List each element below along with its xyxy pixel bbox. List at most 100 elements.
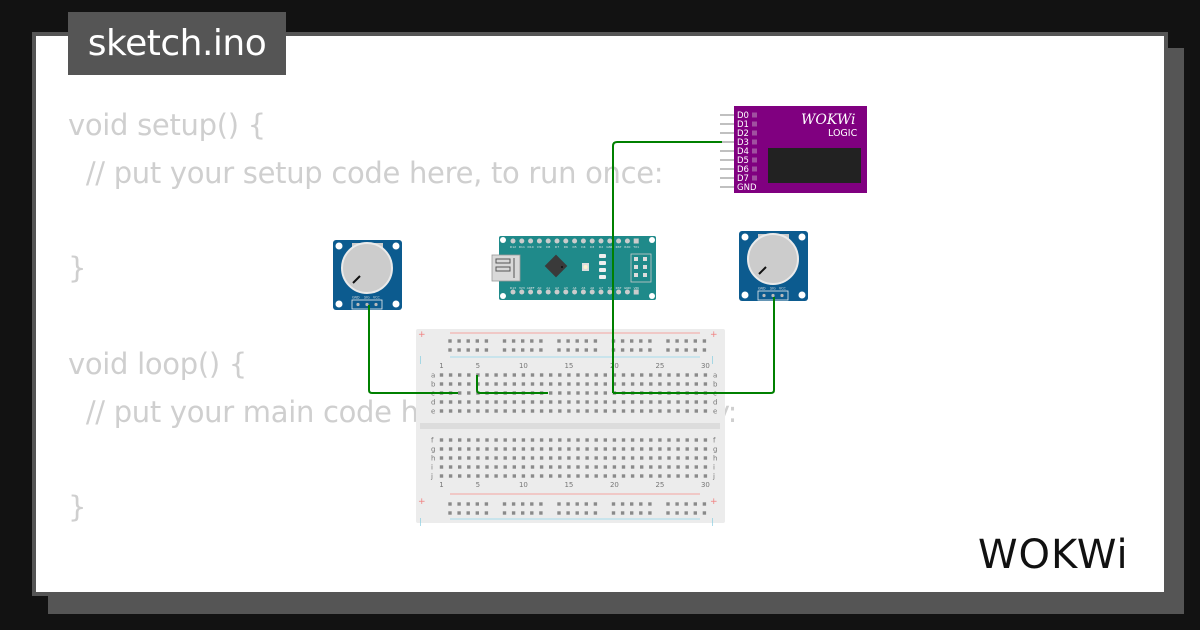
- breadboard-hole[interactable]: [567, 465, 571, 469]
- breadboard-hole[interactable]: [549, 438, 553, 442]
- breadboard-hole[interactable]: [667, 465, 671, 469]
- breadboard-hole[interactable]: [567, 391, 571, 395]
- rail-hole[interactable]: [530, 339, 534, 343]
- arduino-pin[interactable]: [519, 289, 525, 295]
- breadboard-hole[interactable]: [612, 447, 617, 451]
- arduino-pin[interactable]: [536, 289, 542, 295]
- breadboard-hole[interactable]: [621, 456, 626, 460]
- breadboard-hole[interactable]: [530, 382, 535, 386]
- file-tab[interactable]: sketch.ino: [68, 12, 286, 75]
- wire-pot-right-to-breadboard[interactable]: [613, 297, 775, 394]
- rail-hole[interactable]: [648, 348, 652, 352]
- rail-hole[interactable]: [511, 511, 516, 515]
- rail-hole[interactable]: [466, 339, 470, 343]
- breadboard-hole[interactable]: [512, 373, 516, 377]
- breadboard-hole[interactable]: [485, 474, 489, 478]
- breadboard-hole[interactable]: [703, 409, 708, 413]
- breadboard-hole[interactable]: [658, 409, 662, 413]
- rail-hole[interactable]: [702, 348, 707, 352]
- breadboard-hole[interactable]: [612, 409, 617, 413]
- breadboard-hole[interactable]: [458, 456, 462, 460]
- breadboard-hole[interactable]: [658, 465, 662, 469]
- breadboard-hole[interactable]: [503, 447, 507, 451]
- breadboard-hole[interactable]: [512, 456, 516, 460]
- breadboard-hole[interactable]: [512, 400, 516, 404]
- rail-hole[interactable]: [666, 502, 670, 506]
- rail-hole[interactable]: [693, 511, 697, 515]
- breadboard-hole[interactable]: [439, 438, 444, 442]
- rail-hole[interactable]: [630, 502, 634, 506]
- breadboard-hole[interactable]: [585, 465, 589, 469]
- rail-hole[interactable]: [484, 502, 489, 506]
- breadboard-hole[interactable]: [549, 391, 553, 395]
- breadboard-hole[interactable]: [703, 456, 708, 460]
- rail-hole[interactable]: [575, 348, 579, 352]
- breadboard-hole[interactable]: [594, 391, 598, 395]
- breadboard-hole[interactable]: [585, 373, 589, 377]
- breadboard-hole[interactable]: [703, 400, 708, 404]
- breadboard-hole[interactable]: [439, 474, 444, 478]
- rail-hole[interactable]: [566, 339, 570, 343]
- breadboard-hole[interactable]: [621, 382, 626, 386]
- rail-hole[interactable]: [530, 502, 534, 506]
- breadboard-hole[interactable]: [676, 438, 680, 442]
- breadboard-hole[interactable]: [703, 474, 708, 478]
- breadboard-hole[interactable]: [676, 447, 680, 451]
- breadboard-hole[interactable]: [512, 382, 516, 386]
- breadboard-hole[interactable]: [676, 465, 680, 469]
- rail-hole[interactable]: [466, 502, 470, 506]
- breadboard-hole[interactable]: [612, 465, 617, 469]
- rail-hole[interactable]: [630, 511, 634, 515]
- breadboard-hole[interactable]: [476, 409, 480, 413]
- arduino-pin[interactable]: [519, 238, 525, 244]
- rail-hole[interactable]: [593, 348, 598, 352]
- rail-hole[interactable]: [521, 348, 525, 352]
- breadboard-hole[interactable]: [558, 409, 562, 413]
- breadboard-hole[interactable]: [658, 373, 662, 377]
- rail-hole[interactable]: [630, 348, 634, 352]
- pin[interactable]: [771, 293, 775, 298]
- breadboard-hole[interactable]: [685, 400, 689, 404]
- arduino-pin[interactable]: [589, 289, 595, 295]
- breadboard-hole[interactable]: [649, 447, 653, 451]
- breadboard-hole[interactable]: [594, 474, 598, 478]
- breadboard-hole[interactable]: [567, 382, 571, 386]
- rail-hole[interactable]: [639, 348, 643, 352]
- breadboard-hole[interactable]: [676, 474, 680, 478]
- breadboard-hole[interactable]: [467, 373, 471, 377]
- breadboard-hole[interactable]: [640, 409, 644, 413]
- breadboard-hole[interactable]: [485, 465, 489, 469]
- breadboard-hole[interactable]: [567, 409, 571, 413]
- breadboard-hole[interactable]: [458, 382, 462, 386]
- rail-hole[interactable]: [648, 502, 652, 506]
- breadboard-hole[interactable]: [439, 409, 444, 413]
- rail-hole[interactable]: [511, 348, 516, 352]
- breadboard-hole[interactable]: [549, 409, 553, 413]
- arduino-pin[interactable]: [528, 238, 534, 244]
- rail-hole[interactable]: [584, 348, 588, 352]
- breadboard-hole[interactable]: [530, 456, 535, 460]
- breadboard-hole[interactable]: [694, 447, 698, 451]
- rail-hole[interactable]: [675, 511, 679, 515]
- rail-hole[interactable]: [539, 339, 543, 343]
- arduino-pin[interactable]: [580, 289, 586, 295]
- breadboard-hole[interactable]: [494, 456, 498, 460]
- breadboard-hole[interactable]: [485, 400, 489, 404]
- breadboard-hole[interactable]: [685, 474, 689, 478]
- breadboard-hole[interactable]: [703, 382, 708, 386]
- breadboard-hole[interactable]: [458, 373, 462, 377]
- rail-hole[interactable]: [557, 502, 561, 506]
- breadboard-hole[interactable]: [521, 400, 526, 404]
- breadboard-hole[interactable]: [649, 382, 653, 386]
- breadboard-hole[interactable]: [503, 409, 507, 413]
- breadboard-hole[interactable]: [612, 456, 617, 460]
- breadboard-hole[interactable]: [585, 438, 589, 442]
- breadboard-hole[interactable]: [594, 447, 598, 451]
- rail-hole[interactable]: [448, 502, 452, 506]
- rail-hole[interactable]: [684, 502, 688, 506]
- breadboard-hole[interactable]: [630, 400, 635, 404]
- breadboard-hole[interactable]: [439, 382, 444, 386]
- breadboard-hole[interactable]: [476, 447, 480, 451]
- arduino-pin[interactable]: [563, 289, 569, 295]
- rail-hole[interactable]: [575, 511, 579, 515]
